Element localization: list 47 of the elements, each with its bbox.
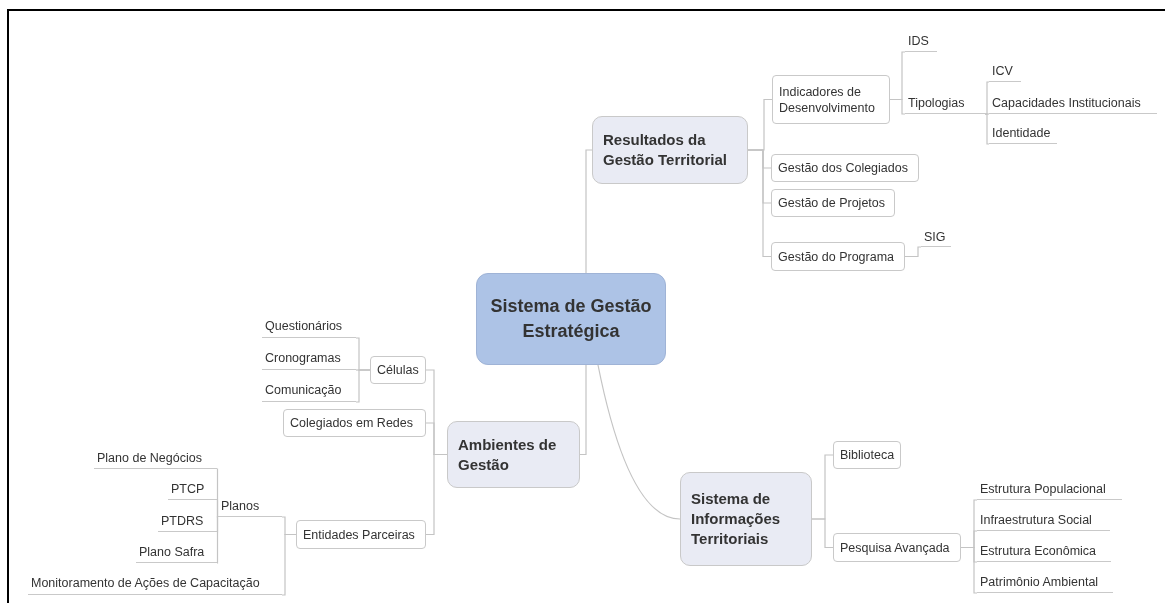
subtopic-box: Indicadores de Desenvolvimento (772, 75, 890, 124)
subtopic-label: Plano Safra (136, 541, 217, 563)
subtopic-box: Colegiados em Redes (283, 409, 426, 437)
subtopic-box: Entidades Parceiras (296, 520, 426, 549)
subtopic-box: Gestão do Programa (771, 242, 905, 271)
subtopic-label: Infraestrutura Social (977, 509, 1110, 531)
branch-connector (216, 516, 219, 564)
subtopic-label: Capacidades Institucionais (989, 92, 1157, 114)
subtopic-label: Cronogramas (262, 346, 356, 370)
subtopic-label: Patrimônio Ambiental (977, 571, 1113, 593)
subtopic-label: Estrutura Populacional (977, 478, 1122, 500)
subtopic-box: Gestão dos Colegiados (771, 154, 919, 182)
subtopic-label: PTDRS (158, 510, 217, 532)
subtopic-label: Planos (218, 496, 282, 517)
subtopic-label: IDS (905, 30, 937, 52)
subtopic-label: Plano de Negócios (94, 447, 217, 469)
subtopic-label: Identidade (989, 122, 1057, 144)
subtopic-label: ICV (989, 60, 1021, 82)
subtopic-box: Células (370, 356, 426, 384)
branch-connector (585, 149, 593, 274)
branch-connector (355, 369, 371, 403)
subtopic-box: Pesquisa Avançada (833, 533, 961, 562)
main-topic-box: Resultados da Gestão Territorial (592, 116, 748, 184)
subtopic-label: Monitoramento de Ações de Capacitação (28, 572, 282, 595)
subtopic-box: Gestão de Projetos (771, 189, 895, 217)
branch-connector (984, 113, 990, 145)
subtopic-label: Tipologias (905, 92, 985, 114)
subtopic-label: Questionários (262, 314, 356, 338)
branch-connector (889, 98, 906, 115)
subtopic-label: Estrutura Econômica (977, 540, 1111, 562)
branch-connector (960, 546, 978, 594)
subtopic-label: PTCP (168, 478, 217, 500)
branch-connector (216, 499, 219, 518)
central-topic-box: Sistema de Gestão Estratégica (476, 273, 666, 365)
subtopic-label: SIG (921, 227, 951, 247)
branch-connector (984, 81, 990, 115)
branch-connector (747, 149, 772, 258)
branch-connector (904, 246, 922, 258)
branch-connector (281, 533, 297, 596)
main-topic-box: Sistema de Informações Territoriais (680, 472, 812, 566)
main-topic-box: Ambientes de Gestão (447, 421, 580, 488)
branch-connector (425, 453, 448, 536)
branch-connector (597, 364, 681, 520)
branch-connector (579, 364, 587, 456)
branch-connector (811, 518, 834, 549)
subtopic-box: Biblioteca (833, 441, 901, 469)
subtopic-label: Comunicação (262, 378, 356, 402)
